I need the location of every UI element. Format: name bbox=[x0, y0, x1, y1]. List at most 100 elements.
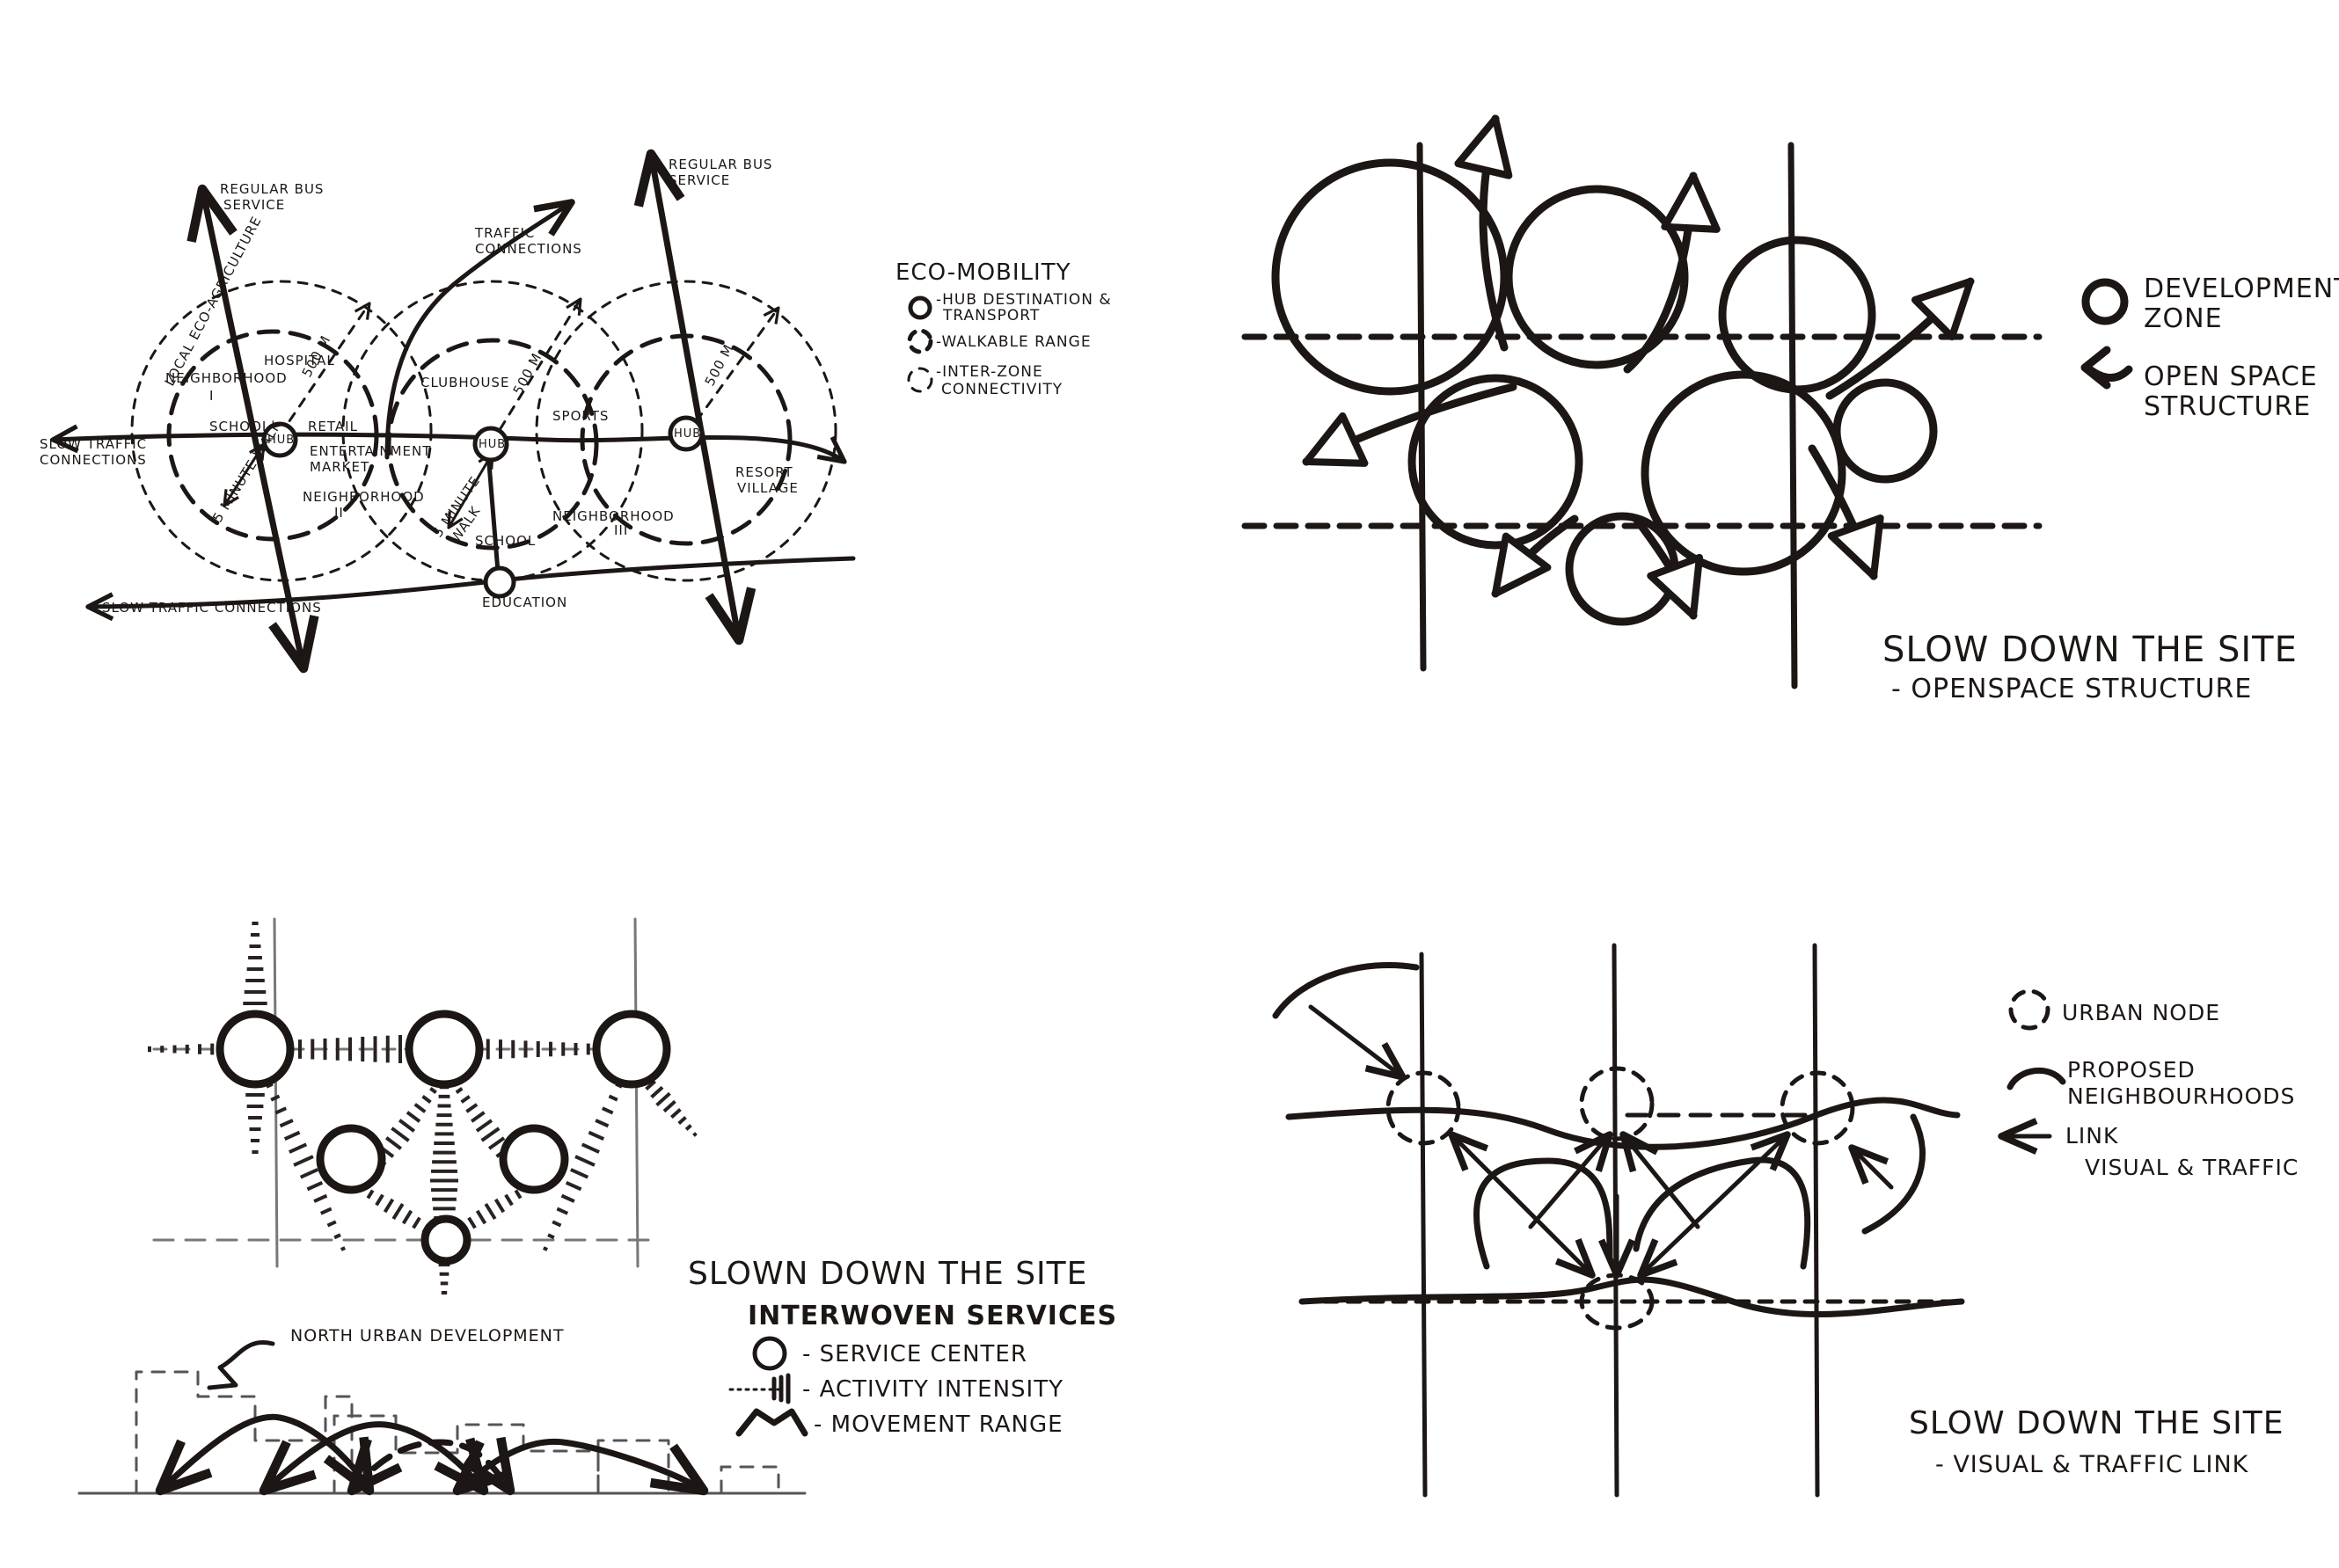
open-space-legend: DEVELOPMENT ZONE OPEN SPACE STRUCTURE bbox=[2080, 273, 2339, 422]
hatch-mark bbox=[319, 1207, 333, 1215]
hatch-mark bbox=[595, 1119, 610, 1128]
hatch-mark bbox=[406, 1111, 421, 1123]
neighborhood-label: I bbox=[209, 388, 214, 404]
clubhouse-label: CLUBHOUSE bbox=[420, 375, 509, 390]
neighbourhood-icon bbox=[2006, 1067, 2066, 1090]
visual-traffic-link-diagram: URBAN NODE PROPOSED NEIGHBOURHOODS LINK … bbox=[1272, 943, 2298, 1498]
eco-mobility-diagram: HUB HUB HUB REGULAR BUS SERVICE REGULAR … bbox=[40, 149, 1111, 674]
connectivity-legend-icon bbox=[907, 367, 933, 393]
hatch-mark bbox=[429, 1086, 437, 1095]
services-legend: - SERVICE CENTER - ACTIVITY INTENSITY - … bbox=[728, 1336, 1064, 1438]
panel-title: SLOWN DOWN THE SITE bbox=[688, 1256, 1087, 1292]
hatch-mark bbox=[299, 1168, 318, 1179]
hub-nodes bbox=[261, 415, 705, 599]
panel-title: SLOW DOWN THE SITE bbox=[1882, 630, 2298, 670]
hatch-mark bbox=[601, 1106, 614, 1115]
hatch-mark bbox=[460, 1095, 471, 1104]
urban-nodes bbox=[1385, 1066, 1855, 1331]
open-space-icon bbox=[2080, 346, 2133, 390]
hatch-mark bbox=[326, 1220, 337, 1228]
hatch-mark bbox=[470, 1111, 486, 1123]
hatch-mark bbox=[293, 1155, 314, 1167]
hatch-mark bbox=[279, 1119, 294, 1128]
hatch-mark bbox=[655, 1091, 671, 1107]
proposed-neighbourhoods bbox=[1272, 962, 1926, 1270]
hatch-mark bbox=[412, 1216, 421, 1229]
hub-label: HUB bbox=[267, 434, 295, 447]
service-center-icon bbox=[752, 1336, 787, 1371]
hatch-mark bbox=[570, 1168, 589, 1179]
hatch-mark bbox=[391, 1202, 405, 1221]
development-zone-icon bbox=[2081, 278, 2129, 325]
movement-range-arrows bbox=[155, 1413, 709, 1496]
service-centers bbox=[216, 1010, 671, 1265]
hatch-mark bbox=[366, 1189, 375, 1200]
traffic-label: CONNECTIONS bbox=[475, 241, 582, 257]
hatch-mark bbox=[375, 1193, 384, 1207]
legend-item: STRUCTURE bbox=[2144, 391, 2311, 422]
hub-label: HUB bbox=[674, 427, 701, 441]
hatch-mark bbox=[650, 1085, 664, 1099]
bus-label: SERVICE bbox=[223, 197, 285, 213]
hatch-mark bbox=[662, 1099, 676, 1113]
legend-item: PROPOSED bbox=[2067, 1057, 2196, 1083]
resort-label: RESORT bbox=[735, 464, 793, 480]
legend-item: DEVELOPMENT bbox=[2144, 273, 2339, 304]
panel-subtitle: - OPENSPACE STRUCTURE bbox=[1891, 674, 2252, 704]
market-label: MARKET bbox=[310, 459, 369, 475]
legend-item: OPEN SPACE bbox=[2144, 361, 2318, 392]
hatch-mark bbox=[340, 1246, 347, 1251]
bus-line-right bbox=[633, 149, 757, 645]
neighborhood-label: NEIGHBORHOOD bbox=[552, 508, 675, 524]
neighborhood-label: III bbox=[614, 522, 628, 538]
retail-label: RETAIL bbox=[308, 419, 358, 434]
distance-label: 500 M bbox=[510, 350, 545, 397]
hub-legend-icon bbox=[908, 295, 932, 320]
open-space-arrows bbox=[1302, 114, 1975, 620]
hatch-mark bbox=[504, 1193, 514, 1207]
legend-item: -WALKABLE RANGE bbox=[936, 333, 1092, 351]
hatch-mark bbox=[384, 1136, 403, 1150]
hatch-mark bbox=[581, 1142, 600, 1154]
hospital-label: HOSPITAL bbox=[264, 353, 335, 368]
legend-item: - ACTIVITY INTENSITY bbox=[802, 1376, 1064, 1403]
bus-label: SERVICE bbox=[669, 172, 730, 188]
legend-title: ECO-MOBILITY bbox=[895, 259, 1071, 286]
hatch-mark bbox=[283, 1130, 301, 1141]
school-label: SCHOOL bbox=[475, 533, 536, 549]
hatch-mark bbox=[565, 1180, 582, 1192]
hatch-mark bbox=[493, 1198, 506, 1214]
hatch-mark bbox=[574, 1155, 596, 1167]
legend-item: - SERVICE CENTER bbox=[802, 1341, 1027, 1367]
hatch-mark bbox=[608, 1094, 618, 1102]
north-urban-development-label: NORTH URBAN DEVELOPMENT bbox=[290, 1326, 565, 1346]
movement-range-icon bbox=[735, 1408, 808, 1437]
annotation-leader bbox=[207, 1339, 275, 1390]
hatch-mark bbox=[484, 1202, 497, 1221]
hatch-mark bbox=[270, 1094, 281, 1102]
legend-item: TRANSPORT bbox=[942, 307, 1040, 325]
hatch-mark bbox=[514, 1189, 523, 1200]
link-arrows bbox=[1308, 1004, 1894, 1279]
legend-item: NEIGHBOURHOODS bbox=[2067, 1083, 2295, 1109]
walkable-legend-icon bbox=[907, 328, 933, 354]
hatch-mark bbox=[480, 1127, 501, 1142]
panel-subtitle: - VISUAL & TRAFFIC LINK bbox=[1935, 1451, 2249, 1478]
hatch-mark bbox=[487, 1136, 506, 1150]
resort-label: VILLAGE bbox=[737, 480, 799, 496]
hatch-mark bbox=[391, 1127, 410, 1142]
panel-subtitle: INTERWOVEN SERVICES bbox=[748, 1301, 1117, 1331]
hatch-mark bbox=[467, 1216, 477, 1229]
legend-item: - MOVEMENT RANGE bbox=[814, 1411, 1064, 1438]
hatch-mark bbox=[475, 1209, 487, 1225]
hatch-mark bbox=[333, 1233, 341, 1240]
hatch-mark bbox=[401, 1209, 413, 1225]
eco-mobility-legend: ECO-MOBILITY -HUB DESTINATION & TRANSPOR… bbox=[895, 259, 1111, 398]
hatch-mark bbox=[398, 1119, 416, 1133]
hatch-mark bbox=[560, 1193, 575, 1203]
bus-label: REGULAR BUS bbox=[220, 181, 324, 197]
bus-line-left bbox=[186, 184, 319, 674]
slow-traffic-label: CONNECTIONS bbox=[40, 452, 147, 468]
panel-title: SLOW DOWN THE SITE bbox=[1909, 1405, 2284, 1441]
legend-item: -INTER-ZONE bbox=[936, 363, 1043, 381]
